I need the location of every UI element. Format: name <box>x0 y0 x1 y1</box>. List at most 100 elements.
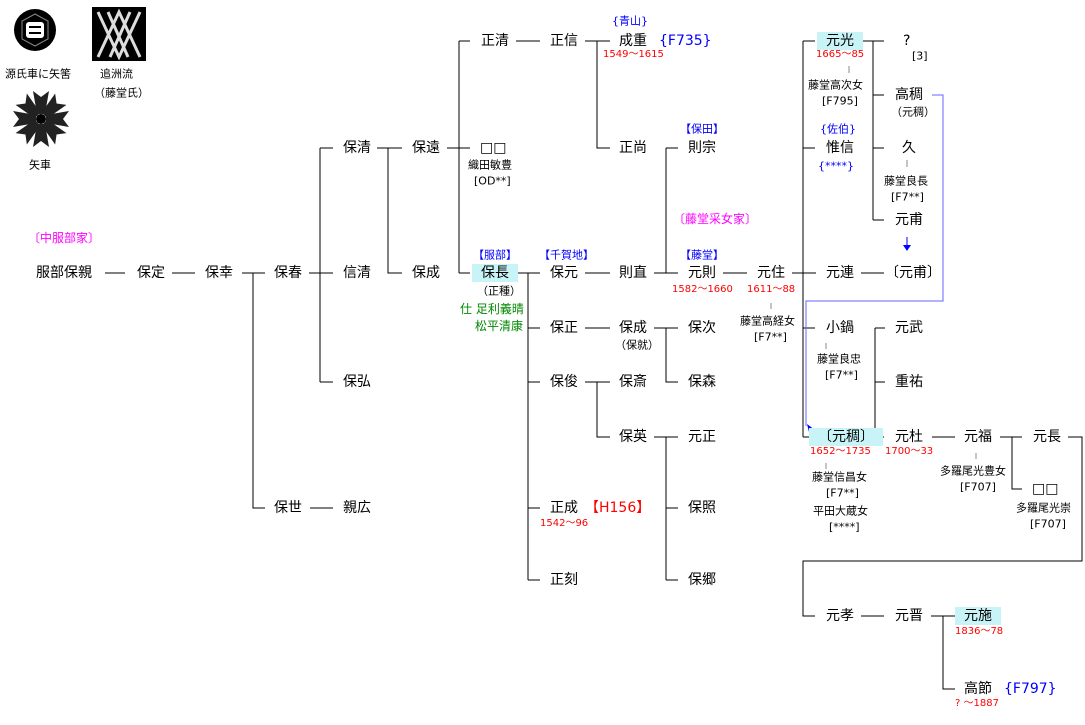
clan-label: {佐伯} <box>820 122 856 136</box>
code: [F7**] <box>754 330 787 344</box>
person-node: 保定 <box>137 265 165 281</box>
spouse: 藤堂良忠 <box>817 352 861 366</box>
ref-tag: 【H156】 <box>585 500 651 516</box>
person-node: ? <box>903 33 911 49</box>
person-node: 正清 <box>481 33 509 49</box>
spouse: 多羅尾光豊女 <box>940 464 1006 478</box>
crest-label: （藤堂氏） <box>94 86 149 100</box>
person-node: 元孝 <box>826 608 854 624</box>
person-node: 保俊 <box>550 374 578 390</box>
person-node: 元晋 <box>895 608 923 624</box>
dates: 1542〜96 <box>540 518 589 529</box>
dates: 1582〜1660 <box>672 284 733 295</box>
person-node: 元則 <box>688 265 716 281</box>
person-node: 元福 <box>964 429 992 445</box>
person-node: 保成 <box>619 320 647 336</box>
person-node: 重祐 <box>895 374 923 390</box>
code: {****} <box>818 159 854 173</box>
person-node: 保世 <box>274 500 302 516</box>
clan-label: 【服部】 <box>473 248 517 262</box>
person-node: 保正 <box>550 320 578 336</box>
person-node: 惟信 <box>826 140 854 156</box>
alt-name: （保就） <box>615 338 659 352</box>
dates: ? 〜1887 <box>955 698 999 709</box>
code: [F795] <box>822 94 858 108</box>
person-node: 服部保親 <box>36 265 92 281</box>
dates: 1611〜88 <box>747 284 796 295</box>
code: [F7**] <box>891 190 924 204</box>
person-node: □□ <box>1032 481 1059 497</box>
dates: 1700〜33 <box>885 446 934 457</box>
spouse: 藤堂高次女 <box>808 78 863 92</box>
alt-name: （元稠） <box>891 105 935 119</box>
oisu-crest-icon <box>92 7 146 61</box>
person-node: 元長 <box>1033 429 1061 445</box>
person-node: 則直 <box>619 265 647 281</box>
person-node: 保森 <box>688 374 716 390</box>
person-node: 久 <box>902 140 916 156</box>
ref-tag: {F797} <box>1004 681 1057 697</box>
person-node: 保弘 <box>343 374 371 390</box>
person-node: 小鍋 <box>826 320 854 336</box>
note: 松平清康 <box>475 319 524 333</box>
person-node-highlight: 元施 <box>955 607 1001 625</box>
person-node: 正尚 <box>619 140 647 156</box>
person-node: 正信 <box>550 33 578 49</box>
person-node: 保次 <box>688 320 716 336</box>
person-node: 高稠 <box>895 87 923 103</box>
dates: 1836〜78 <box>955 626 1004 637</box>
person-node: 元住 <box>757 265 785 281</box>
person-node: 保英 <box>619 429 647 445</box>
person-node: 保郷 <box>688 572 716 588</box>
person-node: 保斎 <box>619 374 647 390</box>
person-node: 元甫 <box>895 212 923 228</box>
person-node: 親広 <box>343 500 371 516</box>
spouse: 多羅尾光崇 <box>1016 501 1071 515</box>
genji-wheel-crest-icon <box>14 9 56 51</box>
person-node: 元連 <box>826 265 854 281</box>
dates: 1549〜1615 <box>603 49 664 60</box>
branch-label: 〔藤堂采女家〕 <box>673 212 758 226</box>
person-node: 元正 <box>688 429 716 445</box>
clan-label: 【保田】 <box>680 122 724 136</box>
code: [F707] <box>960 480 996 494</box>
person-node: 保照 <box>688 500 716 516</box>
person-node: 元杜 <box>895 429 923 445</box>
crest-label: 矢車 <box>29 158 51 172</box>
alt-name: （正種） <box>477 284 521 298</box>
ref-tag: {F735} <box>659 33 712 49</box>
spouse: 平田大蔵女 <box>813 504 868 518</box>
crest-label: 源氏車に矢筈 <box>5 67 71 81</box>
dates: 1665〜85 <box>816 49 865 60</box>
spouse: 藤堂良長 <box>884 174 928 188</box>
arrow-wheel-crest-icon <box>13 91 69 147</box>
person-node: 保成 <box>412 265 440 281</box>
clan-label: 【千賀地】 <box>539 248 594 262</box>
person-node: 保幸 <box>205 265 233 281</box>
person-node: 〔元甫〕 <box>885 265 941 281</box>
person-node-highlight: 元光 <box>817 32 863 50</box>
person-node: 正成 <box>550 500 578 516</box>
dates: 1652〜1735 <box>810 446 871 457</box>
note: 仕 足利義晴 <box>460 302 524 316</box>
code: [****] <box>829 520 860 534</box>
person-node: 保清 <box>343 140 371 156</box>
person-node: 保春 <box>274 265 302 281</box>
code: [F7**] <box>826 486 859 500</box>
spouse: 藤堂高経女 <box>740 314 795 328</box>
person-node: 成重 <box>619 33 647 49</box>
person-node: 信清 <box>343 265 371 281</box>
person-node: 高節 <box>964 681 992 697</box>
person-node-highlight: 保長 <box>472 264 518 282</box>
clan-label: {青山} <box>612 14 648 28</box>
spouse: 織田敏豊 <box>468 158 512 172</box>
person-node: 正刻 <box>550 572 578 588</box>
person-node: 保元 <box>550 265 578 281</box>
clan-label: 【藤堂】 <box>680 248 724 262</box>
person-node: 元武 <box>895 320 923 336</box>
person-node-highlight: 〔元稠〕 <box>809 428 883 446</box>
code: [F7**] <box>825 368 858 382</box>
person-node: 保遠 <box>412 140 440 156</box>
branch-label: 〔中服部家〕 <box>28 231 101 245</box>
